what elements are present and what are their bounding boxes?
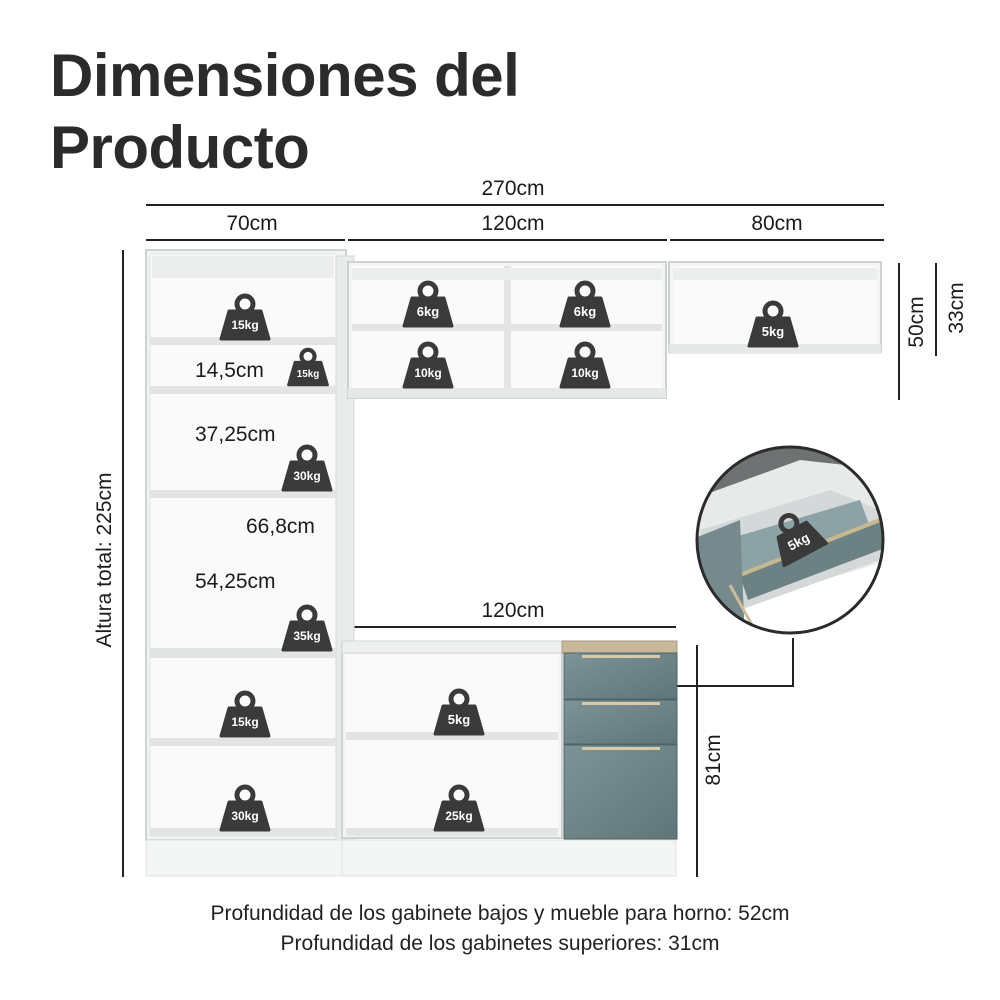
title-line-1: Dimensiones del — [50, 42, 520, 109]
weight-icons: 15kg 15kg 30kg 35kg 15kg 30kg 6kg 6kg — [221, 283, 827, 830]
shelf-gap-3-label: 54,25cm — [195, 570, 276, 593]
svg-text:15kg: 15kg — [231, 318, 258, 332]
upper-middle-cabinet — [347, 261, 667, 399]
total-height-label: Altura total: 225cm — [93, 472, 116, 647]
weight-icon: 10kg — [561, 344, 609, 387]
footer-line-1: Profundidad de los gabinete bajos y mueb… — [210, 902, 790, 925]
svg-text:15kg: 15kg — [297, 369, 319, 380]
weight-icon: 5kg — [764, 505, 827, 566]
svg-text:5kg: 5kg — [448, 712, 470, 727]
svg-text:6kg: 6kg — [574, 304, 596, 319]
total-width-label: 270cm — [481, 177, 544, 200]
weight-icon: 15kg — [221, 693, 269, 736]
inner-width-label: 66,8cm — [246, 515, 315, 538]
weight-icon: 35kg — [283, 607, 331, 650]
weight-icon: 5kg — [435, 691, 483, 734]
drawer-unit — [561, 640, 678, 840]
tall-tower-cabinet — [145, 249, 355, 877]
svg-text:30kg: 30kg — [293, 469, 320, 483]
weight-icon: 30kg — [221, 787, 269, 830]
upper-right-width-label: 80cm — [751, 212, 802, 235]
weight-icon: 5kg — [749, 303, 797, 346]
weight-icon: 25kg — [435, 787, 483, 830]
upper-middle-width-label: 120cm — [481, 212, 544, 235]
footer-line-2: Profundidad de los gabinetes superiores:… — [280, 932, 720, 955]
svg-text:6kg: 6kg — [417, 304, 439, 319]
weight-icon: 6kg — [404, 283, 452, 326]
weight-icon: 15kg — [221, 296, 269, 339]
svg-text:15kg: 15kg — [231, 715, 258, 729]
left-width-label: 70cm — [226, 212, 277, 235]
shelf-gap-2-label: 37,25cm — [195, 423, 276, 446]
lower-height-label: 81cm — [702, 734, 725, 785]
svg-text:30kg: 30kg — [231, 809, 258, 823]
svg-text:25kg: 25kg — [445, 809, 472, 823]
weight-icon: 15kg — [288, 350, 327, 385]
page-title: Dimensiones del Producto — [50, 40, 520, 184]
svg-text:10kg: 10kg — [414, 366, 441, 380]
dimension-labels: 270cm 70cm 120cm 80cm 50cm 33cm 14,5cm 3… — [93, 177, 968, 786]
weight-icon: 6kg — [561, 283, 609, 326]
svg-text:35kg: 35kg — [293, 629, 320, 643]
lower-width-label: 120cm — [481, 599, 544, 622]
title-line-2: Producto — [50, 114, 310, 181]
upper-depth-label: 33cm — [945, 282, 968, 333]
svg-text:10kg: 10kg — [571, 366, 598, 380]
svg-text:5kg: 5kg — [762, 324, 784, 339]
upper-height-label: 50cm — [905, 296, 928, 347]
shelf-gap-1-label: 14,5cm — [195, 359, 264, 382]
weight-icon: 10kg — [404, 344, 452, 387]
weight-icon: 30kg — [283, 447, 331, 490]
